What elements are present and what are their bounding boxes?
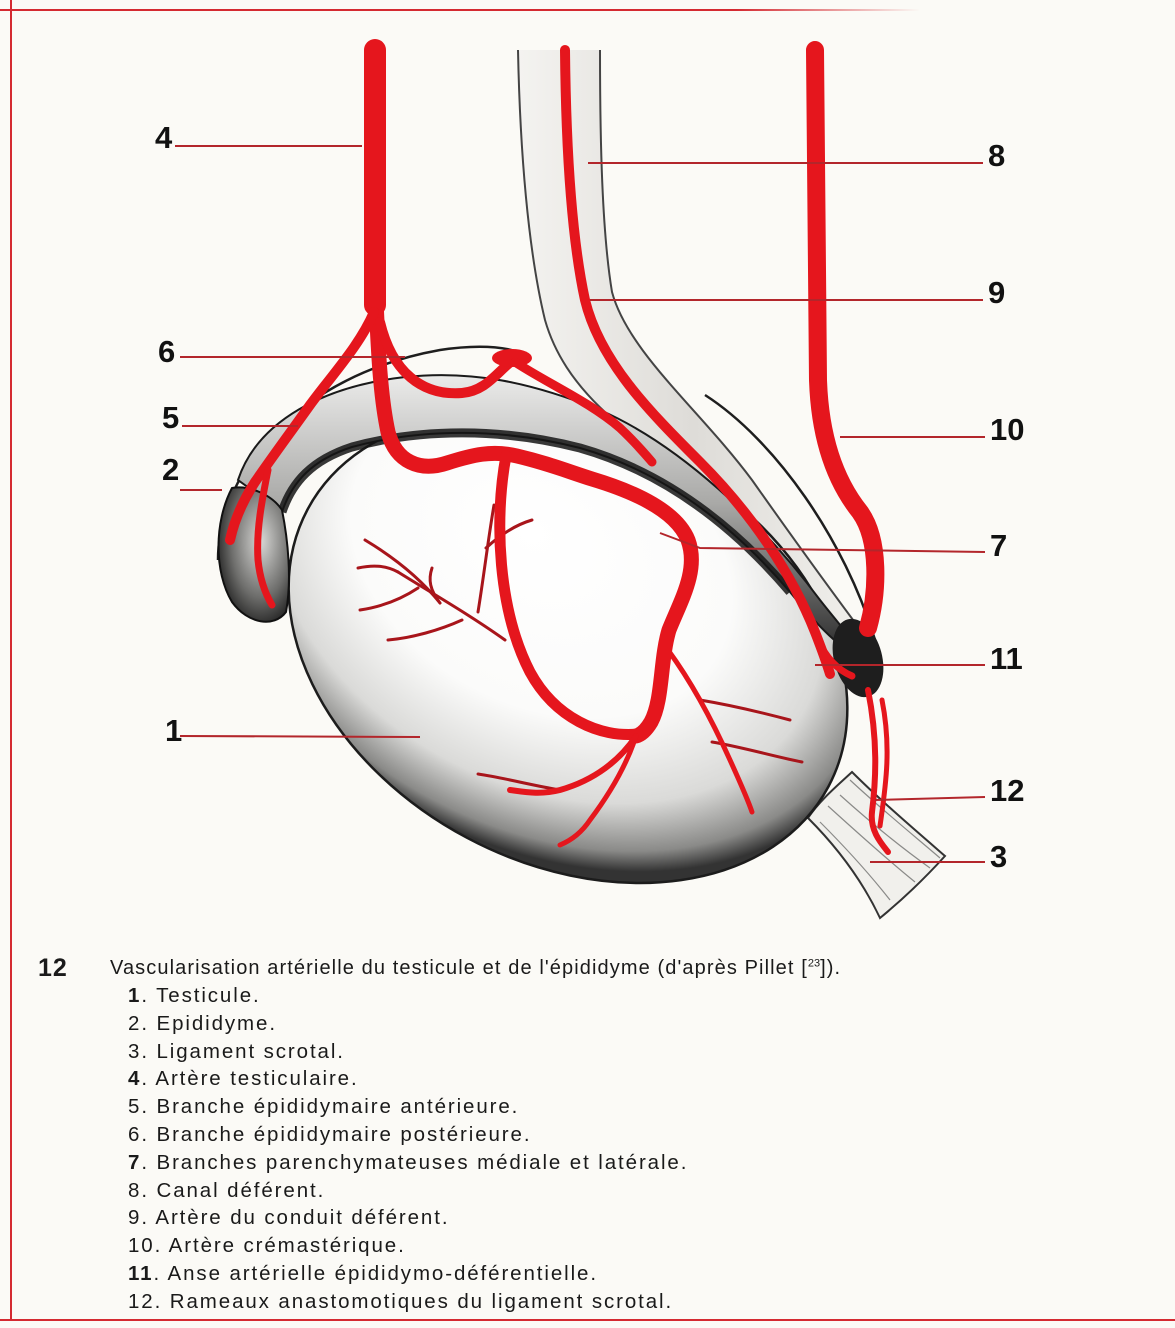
label-1: 1	[165, 713, 182, 748]
figure-caption: Vascularisation artérielle du testicule …	[110, 957, 841, 980]
legend-text: . Artère du conduit déférent.	[141, 1206, 449, 1229]
legend-number: 11	[128, 1262, 153, 1285]
legend-item: 9. Artère du conduit déférent.	[128, 1204, 688, 1232]
label-3: 3	[990, 839, 1007, 874]
legend-number: 5	[128, 1095, 141, 1118]
page-frame-bottom	[0, 1319, 1175, 1321]
legend-item: 5. Branche épididymaire antérieure.	[128, 1093, 688, 1121]
label-6: 6	[158, 334, 175, 369]
label-7: 7	[990, 528, 1007, 563]
epididymis-head	[219, 487, 289, 621]
legend-text: . Epididyme.	[141, 1012, 277, 1035]
legend-text: . Artère crémastérique.	[155, 1234, 406, 1257]
legend-text: . Anse artérielle épididymo-déférentiell…	[153, 1262, 597, 1285]
legend-number: 3	[128, 1040, 141, 1063]
legend-number: 10	[128, 1234, 155, 1257]
legend-number: 12	[128, 1290, 155, 1313]
label-2: 2	[162, 452, 179, 487]
legend-item: 10. Artère crémastérique.	[128, 1232, 688, 1260]
legend-number: 2	[128, 1012, 141, 1035]
legend-text: . Artère testiculaire.	[141, 1067, 358, 1090]
legend-number: 7	[128, 1151, 141, 1174]
caption-reference: 23	[808, 957, 820, 969]
label-9: 9	[988, 275, 1005, 310]
legend-number: 9	[128, 1206, 141, 1229]
legend-item: 2. Epididyme.	[128, 1010, 688, 1038]
legend-item: 1. Testicule.	[128, 982, 688, 1010]
legend-item: 6. Branche épididymaire postérieure.	[128, 1121, 688, 1149]
figure-number: 12	[38, 954, 68, 983]
label-4: 4	[155, 120, 173, 155]
legend-text: . Branche épididymaire postérieure.	[141, 1123, 531, 1146]
figure-legend: 1. Testicule. 2. Epididyme. 3. Ligament …	[128, 982, 688, 1316]
label-12: 12	[990, 773, 1024, 808]
legend-item: 4. Artère testiculaire.	[128, 1065, 688, 1093]
label-8: 8	[988, 138, 1005, 173]
legend-item: 3. Ligament scrotal.	[128, 1038, 688, 1066]
legend-number: 6	[128, 1123, 141, 1146]
label-10: 10	[990, 412, 1024, 447]
legend-text: . Branche épididymaire antérieure.	[141, 1095, 519, 1118]
legend-text: . Testicule.	[141, 984, 260, 1007]
label-5: 5	[162, 400, 179, 435]
label-11: 11	[990, 641, 1023, 676]
cremasteric-artery	[815, 50, 875, 628]
legend-text: . Branches parenchymateuses médiale et l…	[141, 1151, 688, 1174]
legend-number: 4	[128, 1067, 141, 1090]
legend-item: 7. Branches parenchymateuses médiale et …	[128, 1149, 688, 1177]
caption-text-end: ]).	[820, 957, 841, 979]
legend-text: . Ligament scrotal.	[141, 1040, 345, 1063]
legend-text: . Canal déférent.	[141, 1179, 325, 1202]
legend-item: 11. Anse artérielle épididymo-déférentie…	[128, 1260, 688, 1288]
leader-1	[180, 736, 420, 737]
legend-text: . Rameaux anastomotiques du ligament scr…	[155, 1290, 674, 1313]
testis-vascularization-diagram: 4 8 9 6 5 10 2 7 11 1 12 3	[0, 0, 1175, 930]
legend-item: 8. Canal déférent.	[128, 1177, 688, 1205]
legend-number: 1	[128, 984, 141, 1007]
caption-text: Vascularisation artérielle du testicule …	[110, 957, 808, 979]
legend-number: 8	[128, 1179, 141, 1202]
leader-12	[875, 797, 985, 800]
legend-item: 12. Rameaux anastomotiques du ligament s…	[128, 1288, 688, 1316]
